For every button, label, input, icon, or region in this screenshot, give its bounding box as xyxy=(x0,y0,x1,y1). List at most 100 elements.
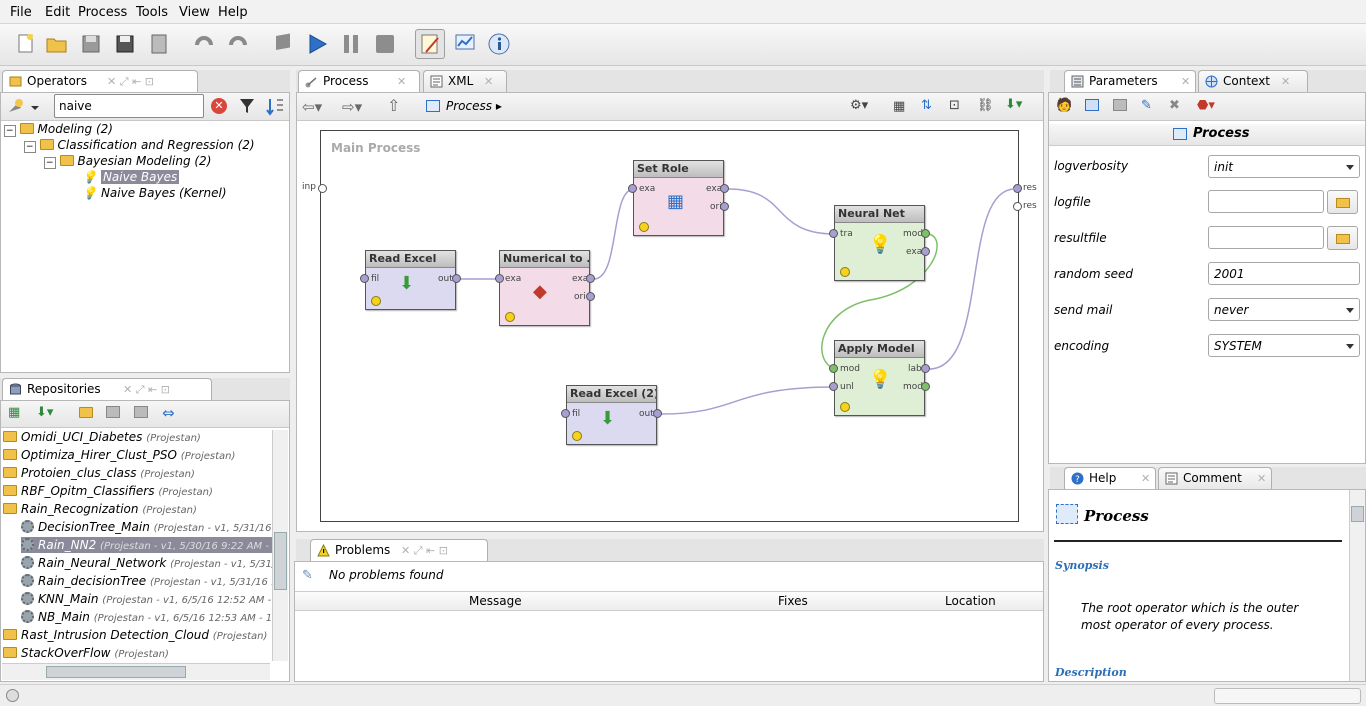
menu-help[interactable]: Help xyxy=(218,5,248,20)
tab-operators[interactable]: Operators ✕ ⤢ ⇤ ⊡ xyxy=(2,70,198,92)
repo-process-item[interactable]: Rain_Neural_Network (Projestan - v1, 5/3… xyxy=(21,555,272,571)
save-as-button[interactable] xyxy=(112,31,138,57)
inp-port[interactable] xyxy=(318,184,327,193)
port[interactable] xyxy=(720,202,729,211)
menu-tools[interactable]: Tools xyxy=(136,5,169,20)
info-icon[interactable] xyxy=(1085,99,1099,111)
tab-xml[interactable]: XML ✕ xyxy=(423,70,507,92)
repo-process-item[interactable]: Rain_decisionTree (Projestan - v1, 5/31/… xyxy=(21,573,272,589)
close-icon[interactable]: ✕ xyxy=(1257,472,1267,485)
open-button[interactable] xyxy=(44,31,70,57)
pause-button[interactable] xyxy=(338,31,364,57)
column-message[interactable]: Message xyxy=(469,594,522,608)
save-button[interactable] xyxy=(78,31,104,57)
repo-process-item[interactable]: DecisionTree_Main (Projestan - v1, 5/31/… xyxy=(21,519,272,535)
problems-filter-icon[interactable]: ✎ xyxy=(302,568,313,583)
clear-search-icon[interactable]: ✕ xyxy=(211,98,227,114)
delete-icon[interactable]: ✖ xyxy=(1169,98,1180,113)
breakpoint-icon[interactable]: ⬣▾ xyxy=(1197,98,1215,113)
port[interactable] xyxy=(360,274,369,283)
port[interactable] xyxy=(829,364,838,373)
filter-options-icon[interactable] xyxy=(238,97,256,118)
port[interactable] xyxy=(921,247,930,256)
forward-icon[interactable]: ⇨▾ xyxy=(342,98,363,116)
arrange-icon[interactable]: ⇅ xyxy=(921,98,932,113)
res-port[interactable] xyxy=(1013,202,1022,211)
tab-problems[interactable]: Problems ✕ ⤢ ⇤ ⊡ xyxy=(310,539,488,561)
back-icon[interactable]: ⇦▾ xyxy=(302,98,323,116)
menu-view[interactable]: View xyxy=(179,5,210,20)
logfile-browse-button[interactable] xyxy=(1327,190,1358,214)
operator-read-excel[interactable]: Read Excel fil out ⬇ xyxy=(365,250,456,310)
tab-repositories[interactable]: Repositories ✕ ⤢ ⇤ ⊡ xyxy=(2,378,212,400)
port[interactable] xyxy=(586,292,595,301)
column-fixes[interactable]: Fixes xyxy=(778,594,808,608)
port[interactable] xyxy=(586,274,595,283)
logfile-input[interactable] xyxy=(1208,190,1324,213)
design-perspective-button[interactable] xyxy=(415,29,445,59)
port[interactable] xyxy=(829,382,838,391)
close-icon[interactable]: ✕ xyxy=(397,75,407,88)
fit-icon[interactable]: ⊡ xyxy=(949,98,960,113)
send-mail-select[interactable]: never xyxy=(1208,298,1360,321)
refresh-icon[interactable] xyxy=(106,406,120,418)
port[interactable] xyxy=(561,409,570,418)
import-icon[interactable]: ⬇▾ xyxy=(36,405,54,420)
open-folder-icon[interactable] xyxy=(79,406,97,420)
close-icon[interactable]: ✕ xyxy=(1181,75,1191,88)
tree-item-classification[interactable]: −Classification and Regression (2) xyxy=(24,138,255,153)
step-button[interactable] xyxy=(270,31,296,57)
repo-item[interactable]: Rast_Intrusion Detection_Cloud (Projesta… xyxy=(3,627,267,643)
port[interactable] xyxy=(653,409,662,418)
tree-item-naive-bayes-kernel[interactable]: 💡Naive Bayes (Kernel) xyxy=(82,186,227,200)
sort-icon[interactable] xyxy=(265,97,285,120)
column-location[interactable]: Location xyxy=(945,594,996,608)
rename-icon[interactable]: ✎ xyxy=(1141,98,1152,113)
operator-set-role[interactable]: Set Role exa exa ori ▦ xyxy=(633,160,724,236)
new-process-button[interactable] xyxy=(12,31,38,57)
menu-process[interactable]: Process xyxy=(78,5,128,20)
repo-item[interactable]: Rain_Recognization (Projestan) xyxy=(3,501,197,517)
repo-horizontal-scrollbar[interactable] xyxy=(2,663,270,680)
operator-read-excel-2[interactable]: Read Excel (2) fil out ⬇ xyxy=(566,385,657,445)
up-icon[interactable]: ⇧ xyxy=(387,96,401,115)
close-icon[interactable]: ✕ ⤢ ⇤ ⊡ xyxy=(107,75,154,88)
tab-comment[interactable]: Comment ✕ xyxy=(1158,467,1272,489)
repo-item[interactable]: Protoien_clus_class (Projestan) xyxy=(3,465,195,481)
port[interactable] xyxy=(921,364,930,373)
operator-neural-net[interactable]: Neural Net tra mod exa 💡 xyxy=(834,205,925,281)
redo-button[interactable] xyxy=(225,31,251,57)
repo-process-item[interactable]: NB_Main (Projestan - v1, 6/5/16 12:53 AM… xyxy=(21,609,272,625)
encoding-select[interactable]: SYSTEM xyxy=(1208,334,1360,357)
help-scrollbar[interactable] xyxy=(1349,490,1365,681)
scrollbar-thumb[interactable] xyxy=(274,532,287,590)
port[interactable] xyxy=(720,184,729,193)
filter-icon[interactable] xyxy=(7,98,39,119)
tab-context[interactable]: Context ✕ xyxy=(1198,70,1308,92)
close-icon[interactable]: ✕ xyxy=(1141,472,1151,485)
copy-icon[interactable] xyxy=(1113,99,1127,111)
close-icon[interactable]: ✕ xyxy=(1281,75,1291,88)
repo-item[interactable]: Omidi_UCI_Diabetes (Projestan) xyxy=(3,429,201,445)
repo-process-item[interactable]: KNN_Main (Projestan - v1, 6/5/16 12:52 A… xyxy=(21,591,271,607)
menu-file[interactable]: File xyxy=(10,5,32,20)
port[interactable] xyxy=(452,274,461,283)
operator-numerical-to[interactable]: Numerical to ... exa exa ori ◆ xyxy=(499,250,590,326)
resultfile-input[interactable] xyxy=(1208,226,1324,249)
scrollbar-thumb[interactable] xyxy=(1351,506,1364,522)
resultfile-browse-button[interactable] xyxy=(1327,226,1358,250)
logverbosity-select[interactable]: init xyxy=(1208,155,1360,178)
port[interactable] xyxy=(829,229,838,238)
tab-help[interactable]: ? Help ✕ xyxy=(1064,467,1156,489)
tree-item-modeling[interactable]: −Modeling (2) xyxy=(4,122,113,137)
stop-button[interactable] xyxy=(372,31,398,57)
run-button[interactable] xyxy=(304,31,330,57)
print-button[interactable] xyxy=(146,31,172,57)
link-icon[interactable]: ⇔ xyxy=(162,404,175,422)
port[interactable] xyxy=(921,229,930,238)
tree-item-naive-bayes[interactable]: 💡Naive Bayes xyxy=(82,170,180,184)
port[interactable] xyxy=(921,382,930,391)
operator-search-input[interactable] xyxy=(54,94,204,118)
delete-icon[interactable] xyxy=(134,406,148,418)
expert-mode-icon[interactable]: 🧑 xyxy=(1056,98,1073,113)
